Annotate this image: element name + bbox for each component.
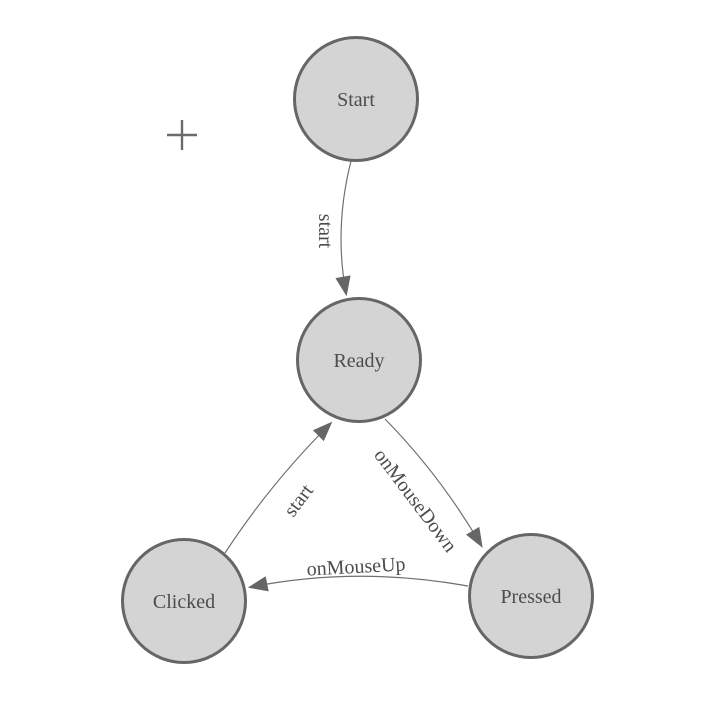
edge-label-onmouseup: onMouseUp [306,553,406,580]
nodes-layer: Start Ready Clicked Pressed [121,36,594,664]
state-circle-ready[interactable] [296,297,422,423]
state-node-pressed[interactable]: Pressed [468,533,594,659]
edge-ready-to-pressed[interactable]: onMouseDown [369,418,483,557]
state-label-clicked: Clicked [153,591,215,613]
edge-start-to-ready-line[interactable] [335,160,352,297]
state-circle-pressed[interactable] [468,533,594,659]
state-label-start: Start [337,89,375,111]
edge-label-start-lower: start [280,480,319,521]
state-circle-start[interactable] [293,36,419,162]
edge-start-to-ready[interactable]: start [314,160,352,297]
state-circle-clicked[interactable] [121,538,247,664]
edge-label-onmousedown: onMouseDown [369,445,461,557]
edge-clicked-to-ready-line[interactable] [224,421,333,554]
edge-pressed-to-clicked-line[interactable] [247,575,469,592]
state-node-clicked[interactable]: Clicked [121,538,247,664]
edge-label-start-top: start [314,214,336,249]
state-label-ready: Ready [333,350,384,372]
edge-clicked-to-ready[interactable]: start [224,421,333,554]
state-node-start[interactable]: Start [293,36,419,162]
edge-ready-to-pressed-line[interactable] [384,418,483,548]
state-node-ready[interactable]: Ready [296,297,422,423]
plus-icon[interactable] [167,120,197,150]
edge-pressed-to-clicked[interactable]: onMouseUp [247,553,469,592]
state-label-pressed: Pressed [500,586,561,608]
